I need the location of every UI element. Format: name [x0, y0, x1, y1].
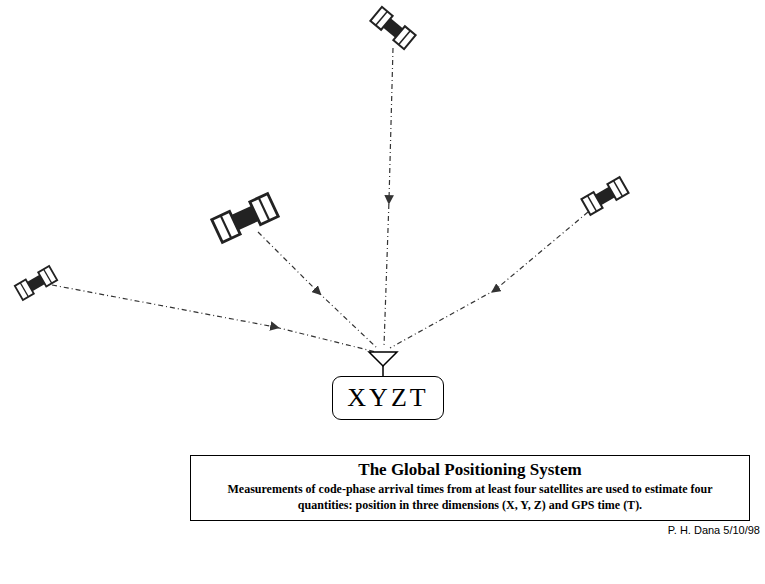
- output-box: XYZT: [332, 376, 444, 420]
- box-heading: The Global Positioning System: [201, 460, 739, 480]
- box-heading: XYZT: [343, 383, 433, 413]
- antenna-symbol: [369, 352, 397, 376]
- satellite: [212, 194, 278, 243]
- caption-box: The Global Positioning SystemMeasurement…: [190, 455, 750, 521]
- signal-paths: [52, 48, 588, 352]
- satellite: [15, 266, 57, 300]
- satellite: [370, 7, 415, 49]
- box-body: Measurements of code-phase arrival times…: [201, 482, 739, 513]
- author-credit: P. H. Dana 5/10/98: [668, 524, 760, 536]
- satellite: [581, 177, 628, 215]
